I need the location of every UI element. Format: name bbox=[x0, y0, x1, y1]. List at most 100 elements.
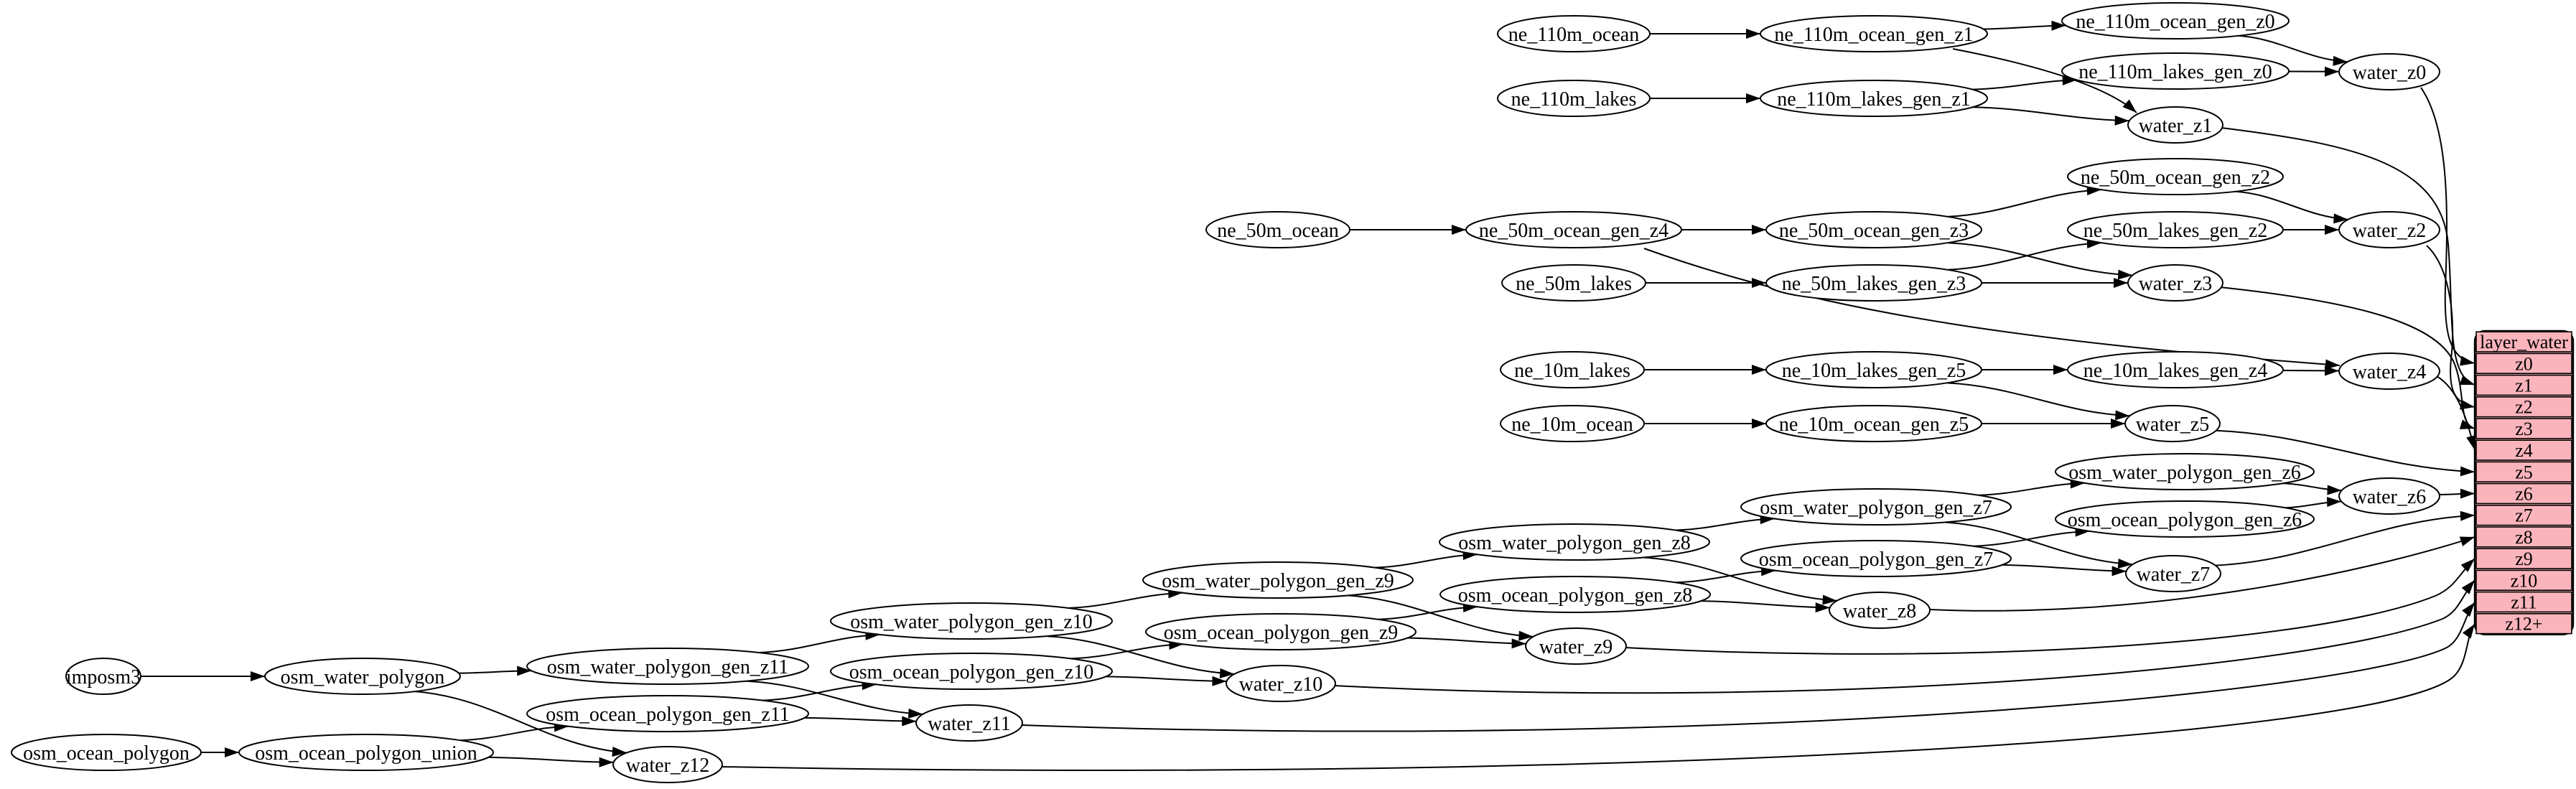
edge-osm_ocean_polygon_gen_z11--osm_ocean_polygon_gen_z10 bbox=[762, 680, 877, 701]
layer-water-title: layer_water bbox=[2480, 332, 2568, 353]
node-osm_water_polygon-label: osm_water_polygon bbox=[281, 666, 445, 688]
node-ne_50m_ocean_gen_z2-label: ne_50m_ocean_gen_z2 bbox=[2081, 167, 2270, 189]
node-water_z11-label: water_z11 bbox=[928, 713, 1011, 735]
node-osm_ocean_polygon-shape bbox=[11, 734, 202, 771]
node-osm_ocean_polygon_gen_z11-shape bbox=[526, 695, 809, 732]
node-osm_ocean_polygon_gen_z6-shape bbox=[2055, 500, 2315, 538]
node-ne_50m_ocean_gen_z4-shape bbox=[1465, 211, 1682, 248]
node-osm_water_polygon_gen_z6-shape bbox=[2055, 453, 2315, 490]
node-osm_ocean_polygon-label: osm_ocean_polygon bbox=[23, 742, 190, 765]
edge-osm_water_polygon_gen_z9--osm_water_polygon_gen_z8 bbox=[1375, 550, 1478, 569]
node-water_z4-shape bbox=[2338, 353, 2440, 390]
layer-water-row-z8 bbox=[2475, 526, 2572, 548]
node-osm_water_polygon_gen_z7-shape bbox=[1740, 488, 2012, 526]
node-water_z6-label: water_z6 bbox=[2353, 486, 2427, 508]
node-osm_ocean_polygon_gen_z6: osm_ocean_polygon_gen_z6 bbox=[2055, 500, 2315, 538]
node-osm_ocean_polygon_gen_z6-label: osm_ocean_polygon_gen_z6 bbox=[2068, 509, 2302, 531]
node-ne_110m_ocean_gen_z1: ne_110m_ocean_gen_z1 bbox=[1760, 15, 1988, 52]
node-ne_110m_lakes_gen_z0-label: ne_110m_lakes_gen_z0 bbox=[2078, 61, 2272, 83]
node-ne_50m_lakes_gen_z3-label: ne_50m_lakes_gen_z3 bbox=[1782, 273, 1966, 295]
node-water_z12: water_z12 bbox=[612, 746, 723, 783]
node-water_z5-label: water_z5 bbox=[2136, 414, 2210, 436]
layer-water-table: layer_waterz0z1z2z3z4z5z6z7z8z9z10z11z12… bbox=[2473, 330, 2575, 635]
layer-water-row-z3 bbox=[2475, 418, 2572, 439]
layer-water-row-z8-label: z8 bbox=[2515, 527, 2533, 548]
node-ne_10m_lakes-shape bbox=[1500, 351, 1645, 388]
edge-osm_water_polygon_gen_z8--water_z8 bbox=[1643, 556, 1837, 605]
layer-water-row-z0 bbox=[2475, 353, 2572, 374]
node-osm_water_polygon_gen_z11: osm_water_polygon_gen_z11 bbox=[526, 648, 809, 685]
layer-water-row-z12+ bbox=[2475, 612, 2572, 635]
node-ne_110m_ocean_gen_z1-shape bbox=[1760, 15, 1988, 52]
node-water_z4: water_z4 bbox=[2338, 353, 2440, 390]
node-water_z9: water_z9 bbox=[1525, 627, 1627, 665]
edge-osm_ocean_polygon_gen_z9--water_z9 bbox=[1407, 637, 1526, 649]
node-ne_110m_ocean: ne_110m_ocean bbox=[1497, 15, 1651, 52]
node-water_z10: water_z10 bbox=[1226, 665, 1336, 702]
node-water_z3: water_z3 bbox=[2127, 264, 2223, 302]
edge-osm_water_polygon_gen_z10--water_z10 bbox=[1046, 635, 1235, 678]
node-water_z7-label: water_z7 bbox=[2137, 564, 2211, 586]
node-osm_ocean_polygon_gen_z8-shape bbox=[1439, 576, 1711, 613]
edge-water_z6--layer_water:z6 bbox=[2439, 488, 2475, 499]
edge-osm_water_polygon_gen_z7--osm_water_polygon_gen_z6 bbox=[1978, 478, 2085, 496]
node-water_z0-shape bbox=[2338, 53, 2440, 90]
layer-water-row-z5-label: z5 bbox=[2515, 462, 2533, 482]
node-ne_50m_ocean_gen_z2: ne_50m_ocean_gen_z2 bbox=[2067, 158, 2284, 195]
node-ne_50m_ocean_gen_z3: ne_50m_ocean_gen_z3 bbox=[1765, 211, 1982, 248]
node-osm_water_polygon_gen_z6: osm_water_polygon_gen_z6 bbox=[2055, 453, 2315, 490]
edge-ne_10m_lakes_gen_z4--water_z4 bbox=[2282, 365, 2340, 376]
node-ne_110m_lakes: ne_110m_lakes bbox=[1497, 80, 1651, 117]
node-osm_ocean_polygon_union: osm_ocean_polygon_union bbox=[238, 734, 494, 771]
layer-water-row-z4 bbox=[2475, 439, 2572, 461]
layer-water-row-z7 bbox=[2475, 504, 2572, 526]
node-ne_10m_ocean_gen_z5: ne_10m_ocean_gen_z5 bbox=[1765, 405, 1982, 442]
node-water_z12-label: water_z12 bbox=[626, 755, 710, 777]
edge-water_z7--layer_water:z7 bbox=[2215, 510, 2475, 566]
node-water_z5-shape bbox=[2124, 405, 2221, 442]
layer-water-row-z11-label: z11 bbox=[2511, 592, 2537, 613]
edge-osm_ocean_polygon_gen_z9--osm_ocean_polygon_gen_z8 bbox=[1378, 602, 1478, 620]
node-osm_ocean_polygon_gen_z10-label: osm_ocean_polygon_gen_z10 bbox=[849, 661, 1094, 683]
node-water_z8: water_z8 bbox=[1829, 592, 1931, 629]
node-ne_50m_ocean-shape bbox=[1205, 211, 1350, 248]
node-water_z8-shape bbox=[1829, 592, 1931, 629]
node-water_z1-shape bbox=[2127, 106, 2223, 144]
layer-water-row-z5 bbox=[2475, 461, 2572, 483]
node-osm_ocean_polygon_gen_z10: osm_ocean_polygon_gen_z10 bbox=[830, 653, 1113, 690]
layer-water-row-z3-label: z3 bbox=[2515, 419, 2533, 439]
layer-water-row-z9 bbox=[2475, 548, 2572, 569]
node-water_z2: water_z2 bbox=[2338, 211, 2440, 248]
node-ne_50m_lakes_gen_z2: ne_50m_lakes_gen_z2 bbox=[2067, 211, 2284, 248]
edge-osm_ocean_polygon_union--osm_ocean_polygon_gen_z11 bbox=[459, 722, 569, 742]
node-ne_10m_ocean_gen_z5-label: ne_10m_ocean_gen_z5 bbox=[1779, 414, 1969, 436]
node-osm_ocean_polygon_gen_z8-label: osm_ocean_polygon_gen_z8 bbox=[1458, 584, 1693, 607]
edge-ne_50m_ocean_gen_z3--water_z3 bbox=[1948, 242, 2133, 280]
node-osm_ocean_polygon_union-label: osm_ocean_polygon_union bbox=[255, 742, 477, 765]
node-water_z1: water_z1 bbox=[2127, 106, 2223, 144]
node-water_z5: water_z5 bbox=[2124, 405, 2221, 442]
node-ne_50m_ocean_gen_z4-label: ne_50m_ocean_gen_z4 bbox=[1479, 220, 1669, 242]
node-osm_water_polygon_gen_z10-label: osm_water_polygon_gen_z10 bbox=[850, 611, 1093, 633]
node-water_z6: water_z6 bbox=[2338, 477, 2440, 515]
node-osm_water_polygon_gen_z11-shape bbox=[526, 648, 809, 685]
node-ne_110m_ocean_gen_z0-shape bbox=[2061, 2, 2290, 39]
node-imposm3: imposm3 bbox=[65, 658, 141, 695]
edge-water_z1--layer_water:z1 bbox=[2221, 127, 2475, 386]
node-water_z0-label: water_z0 bbox=[2353, 62, 2427, 84]
edge-osm_ocean_polygon_union--water_z12 bbox=[488, 756, 614, 767]
node-osm_ocean_polygon_gen_z7-label: osm_ocean_polygon_gen_z7 bbox=[1759, 548, 1994, 571]
edge-water_z4--layer_water:z4 bbox=[2436, 375, 2476, 451]
edge-osm_ocean_polygon_gen_z11--water_z11 bbox=[804, 716, 917, 727]
layer-water-header-cell bbox=[2475, 331, 2572, 353]
node-water_z9-label: water_z9 bbox=[1539, 636, 1613, 658]
edge-osm_water_polygon_gen_z9--water_z9 bbox=[1347, 594, 1534, 641]
node-ne_10m_ocean-shape bbox=[1500, 405, 1645, 442]
edge-osm_water_polygon_gen_z6--water_z6 bbox=[2282, 482, 2342, 495]
edge-water_z11--layer_water:z11 bbox=[1022, 602, 2475, 732]
node-ne_50m_ocean-label: ne_50m_ocean bbox=[1217, 220, 1339, 242]
node-imposm3-shape bbox=[65, 658, 141, 695]
node-water_z4-label: water_z4 bbox=[2353, 361, 2427, 383]
node-water_z9-shape bbox=[1525, 627, 1627, 665]
layer-water-row-z12+-label: z12+ bbox=[2505, 614, 2542, 635]
